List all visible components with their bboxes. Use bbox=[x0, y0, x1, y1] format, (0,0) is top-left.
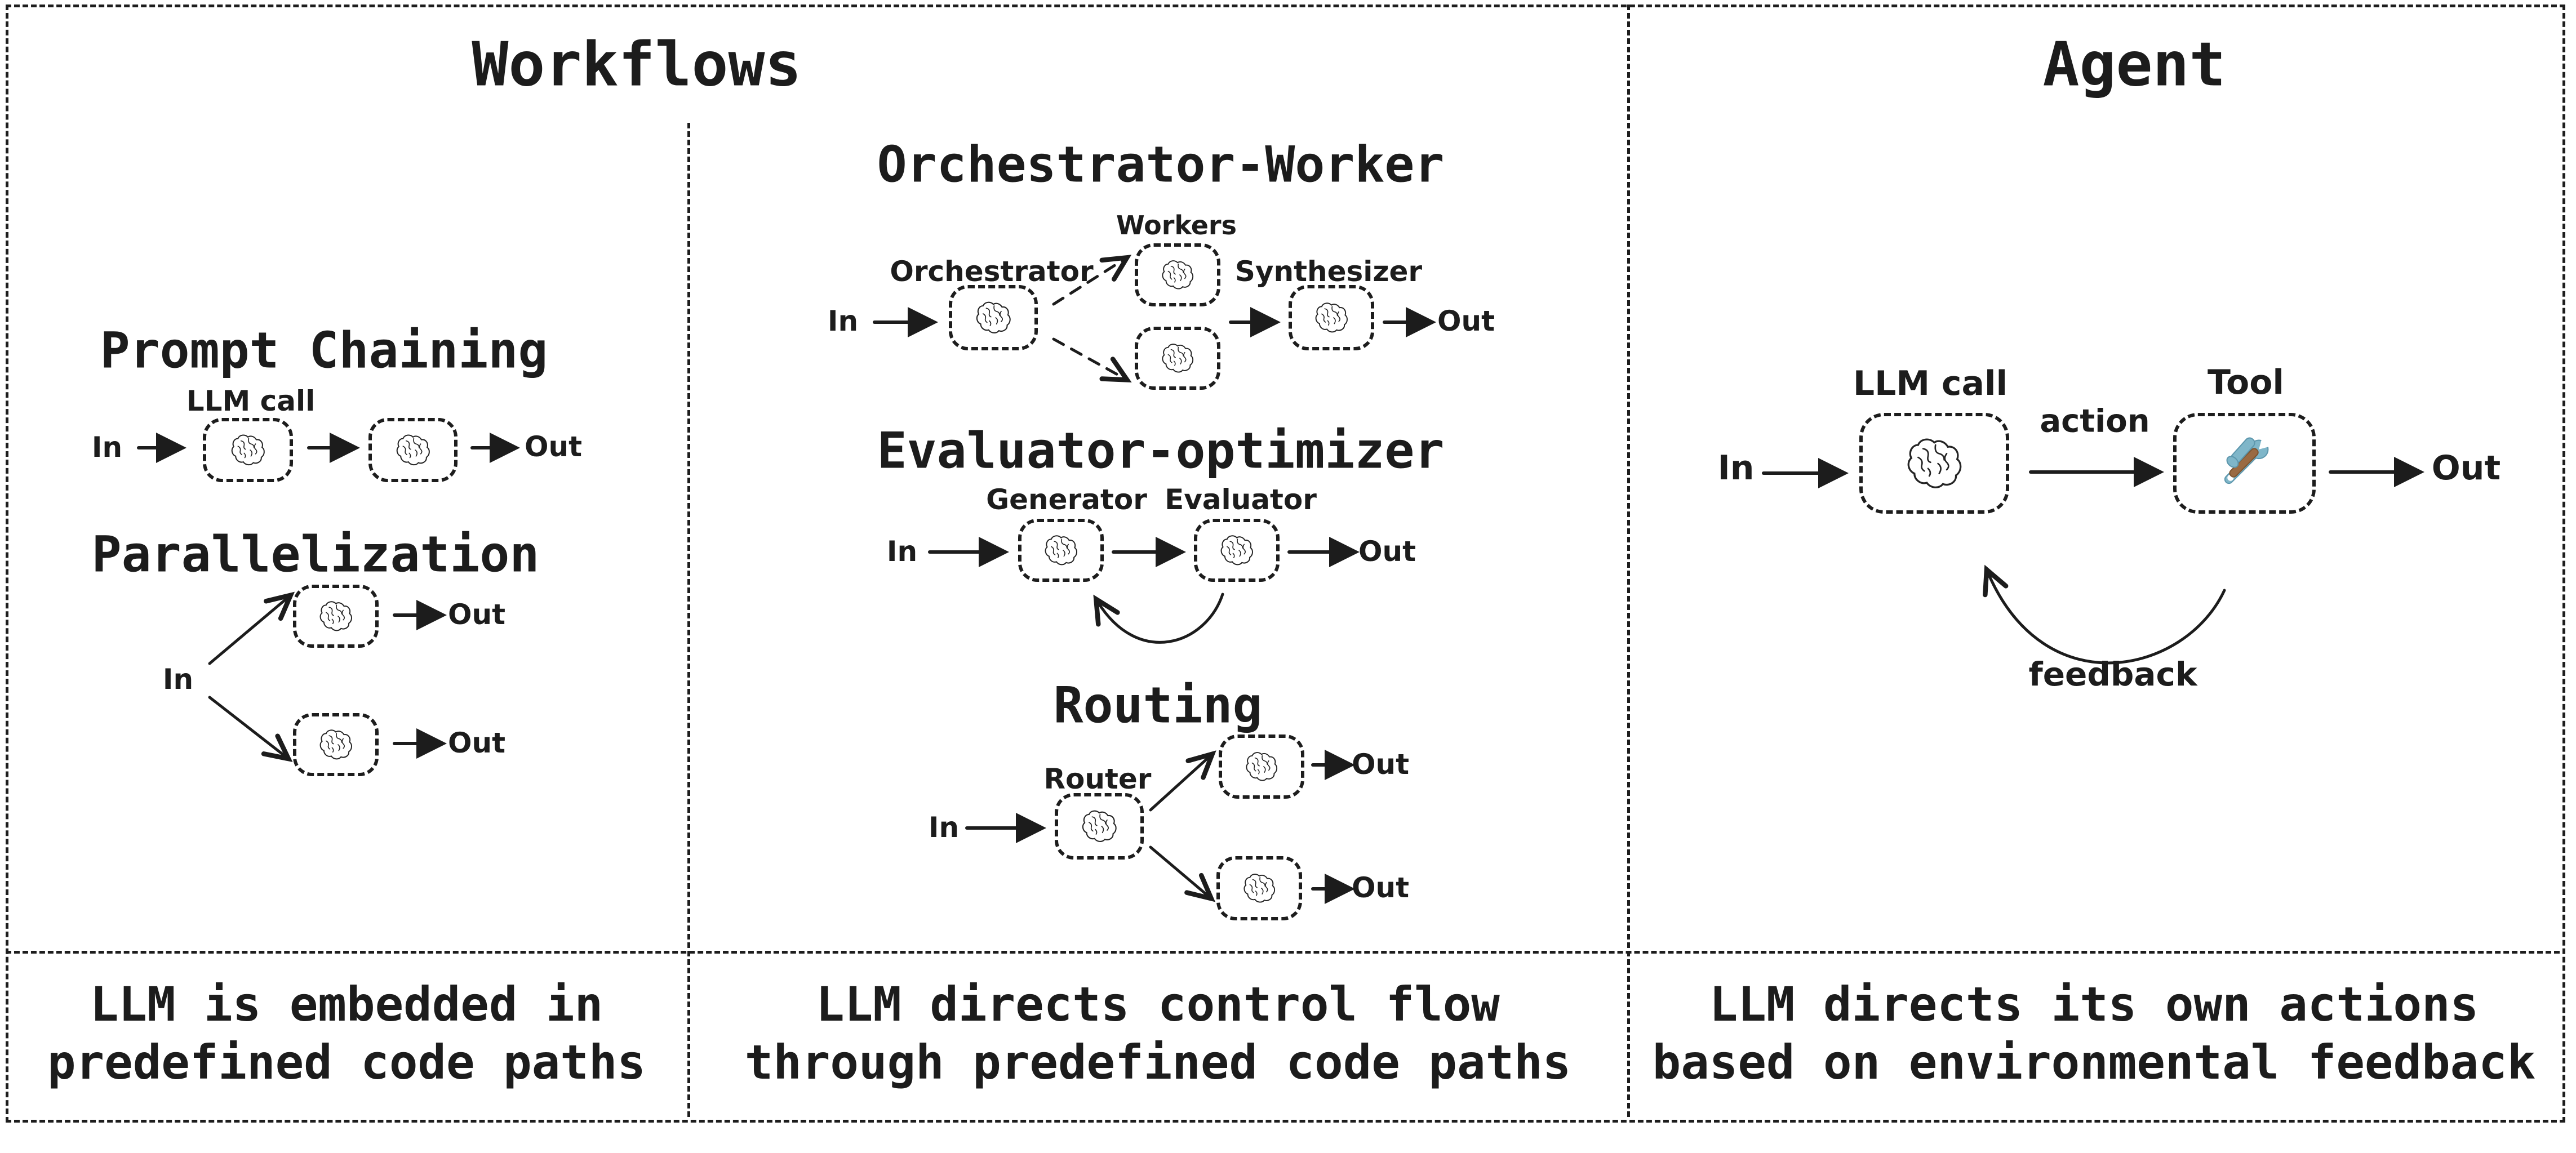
synthesizer-node bbox=[1289, 285, 1374, 350]
out-label: Out bbox=[524, 430, 583, 463]
arrow-rt-diag-top bbox=[1149, 750, 1216, 812]
router-node bbox=[1055, 793, 1144, 860]
action-label: action bbox=[2040, 403, 2150, 440]
synthesizer-label: Synthesizer bbox=[1234, 255, 1423, 288]
agent-tool-node bbox=[2173, 413, 2316, 514]
brain-icon bbox=[317, 598, 354, 635]
prompt-chaining-title: Prompt Chaining bbox=[100, 321, 548, 380]
parallelization-title: Parallelization bbox=[91, 525, 540, 584]
arrow-eo-loop bbox=[1093, 593, 1224, 644]
caption-line: LLM is embedded in bbox=[90, 977, 603, 1032]
orchestrator-node bbox=[949, 285, 1038, 350]
workers-label: Workers bbox=[1116, 210, 1237, 241]
brain-icon bbox=[229, 431, 267, 469]
caption-line: LLM directs its own actions bbox=[1709, 977, 2479, 1032]
brain-icon bbox=[974, 298, 1013, 337]
out-label: Out bbox=[1351, 871, 1410, 904]
arrow-ow-fan-bottom bbox=[1052, 337, 1132, 383]
orchestrator-label: Orchestrator bbox=[890, 255, 1094, 288]
arrow-agent-feedback bbox=[1983, 564, 2226, 665]
routing-title: Routing bbox=[1053, 676, 1263, 734]
arrow-par-diag-bottom bbox=[208, 696, 293, 762]
out-label: Out bbox=[447, 598, 506, 631]
brain-icon bbox=[1241, 870, 1277, 906]
llm-call-label: LLM call bbox=[186, 385, 316, 417]
arrow-par-diag-top bbox=[208, 591, 295, 665]
out-label: Out bbox=[1358, 535, 1416, 568]
out-label: Out bbox=[447, 727, 506, 759]
in-label: In bbox=[162, 663, 194, 696]
llm-node bbox=[368, 418, 458, 482]
in-label: In bbox=[1717, 448, 1755, 488]
brain-icon bbox=[317, 726, 354, 763]
caption-line: based on environmental feedback bbox=[1652, 1035, 2536, 1090]
divider-captions bbox=[6, 951, 2560, 954]
llm-node bbox=[293, 585, 379, 648]
brain-icon bbox=[1243, 749, 1280, 785]
divider-workflows-agent bbox=[1627, 5, 1630, 1117]
brain-icon bbox=[1903, 433, 1965, 495]
brain-icon bbox=[1042, 532, 1080, 569]
brain-icon bbox=[1080, 807, 1119, 846]
in-label: In bbox=[827, 305, 859, 337]
outer-border bbox=[6, 5, 2565, 1123]
caption-line: through predefined code paths bbox=[744, 1035, 1571, 1090]
route-node bbox=[1219, 734, 1304, 799]
arrow-rt-diag-bottom bbox=[1149, 845, 1216, 902]
in-label: In bbox=[886, 535, 918, 568]
evaluator-node bbox=[1194, 519, 1280, 582]
llm-node bbox=[293, 713, 379, 776]
caption-embedded: LLM is embedded in predefined code paths bbox=[6, 976, 687, 1092]
route-node bbox=[1216, 856, 1302, 920]
agent-llm-node bbox=[1859, 413, 2009, 514]
feedback-label: feedback bbox=[2028, 655, 2197, 693]
orchestrator-worker-title: Orchestrator-Worker bbox=[877, 135, 1445, 194]
hammer-wrench-icon bbox=[2210, 429, 2279, 498]
caption-line: LLM directs control flow bbox=[816, 977, 1500, 1032]
out-label: Out bbox=[2431, 448, 2501, 488]
caption-agent: LLM directs its own actions based on env… bbox=[1628, 976, 2560, 1092]
out-label: Out bbox=[1351, 748, 1410, 781]
llm-call-label: LLM call bbox=[1853, 364, 2008, 403]
worker-node bbox=[1135, 243, 1220, 306]
generator-node bbox=[1018, 519, 1104, 582]
brain-icon bbox=[1218, 532, 1255, 569]
in-label: In bbox=[928, 811, 960, 844]
evaluator-optimizer-title: Evaluator-optimizer bbox=[877, 421, 1445, 480]
arrow-ow-fan-top bbox=[1052, 255, 1132, 306]
evaluator-label: Evaluator bbox=[1165, 483, 1317, 516]
out-label: Out bbox=[1437, 305, 1495, 337]
caption-control-flow: LLM directs control flow through predefi… bbox=[689, 976, 1627, 1092]
workflows-panel-title: Workflows bbox=[472, 29, 802, 100]
generator-label: Generator bbox=[986, 483, 1147, 516]
tool-label: Tool bbox=[2208, 363, 2284, 402]
divider-left-middle bbox=[687, 123, 690, 1117]
brain-icon bbox=[1160, 257, 1196, 293]
brain-icon bbox=[1160, 340, 1196, 376]
router-label: Router bbox=[1043, 763, 1152, 795]
brain-icon bbox=[394, 431, 432, 469]
caption-line: predefined code paths bbox=[47, 1035, 646, 1090]
agent-panel-title: Agent bbox=[2042, 29, 2226, 100]
brain-icon bbox=[1313, 299, 1350, 336]
in-label: In bbox=[91, 431, 123, 464]
llm-node bbox=[203, 418, 293, 482]
worker-node bbox=[1135, 327, 1220, 390]
